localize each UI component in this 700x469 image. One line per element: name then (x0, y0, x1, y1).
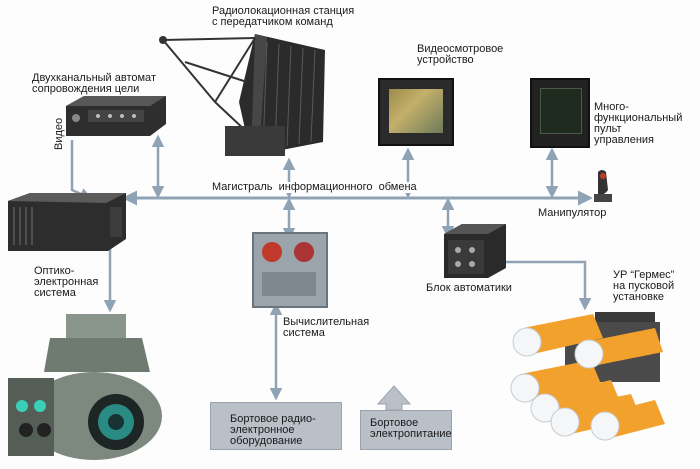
missile-link (500, 260, 592, 311)
joystick-icon (594, 170, 612, 202)
power-label: Бортовое электропитание (370, 417, 452, 440)
video-label: Видео (53, 117, 65, 150)
tracker-label: Двухканальный автомат сопровождения цели (32, 72, 156, 95)
optical-unit-icon (8, 193, 126, 251)
control-panel-icon (530, 78, 590, 148)
computer-label: Вычислительная система (283, 316, 370, 339)
tracker-unit-icon (66, 96, 166, 136)
automation-unit-icon (444, 224, 506, 278)
bus-label: Магистраль информационного обмена (212, 181, 417, 193)
optical-label: Оптико- электронная система (34, 265, 99, 299)
video-device-icon (378, 78, 454, 146)
control-panel-label: Много- функциональный пульт управления (594, 101, 683, 146)
computer-icon (252, 232, 328, 308)
avionics-box (210, 402, 342, 450)
manipulator-label: Манипулятор (538, 207, 607, 219)
automation-label: Блок автоматики (426, 282, 512, 294)
missile-launcher-icon (510, 312, 665, 441)
radar-label: Радиолокационная станция с передатчиком … (212, 5, 355, 28)
missile-label: УР “Гермес” на пусковой установке (613, 269, 675, 303)
video-device-label: Видеосмотровое устройство (417, 43, 504, 66)
video-link (70, 140, 93, 200)
power-arrow-icon (376, 385, 412, 411)
optical-turret-icon (8, 314, 162, 460)
avionics-label: Бортовое радио- электронное оборудование (230, 413, 316, 447)
power-box (360, 410, 452, 450)
radar-antenna-icon (159, 34, 325, 156)
